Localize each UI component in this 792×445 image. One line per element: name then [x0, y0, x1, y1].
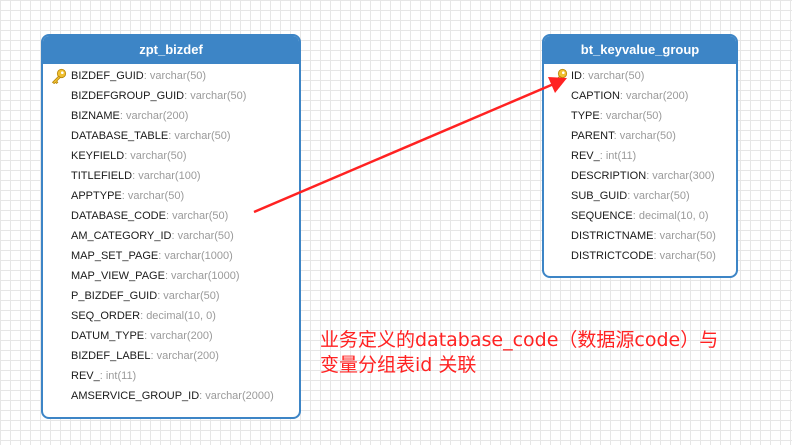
field-type: : varchar(50) [165, 210, 229, 222]
field-row[interactable]: KEYFIELD: varchar(50) [43, 146, 299, 166]
field-name: AMSERVICE_GROUP_ID [71, 390, 200, 402]
field-row[interactable]: REV_: int(11) [544, 146, 736, 166]
field-type: : varchar(50) [124, 150, 187, 162]
annotation-note: 业务定义的database_code（数据源code）与 变量分组表id 关联 [320, 328, 770, 378]
annotation-line-1: 业务定义的database_code（数据源code）与 [320, 329, 719, 351]
field-name: REV_ [571, 150, 600, 162]
entity-title: bt_keyvalue_group [544, 36, 736, 64]
field-row[interactable]: SEQUENCE: decimal(10, 0) [544, 206, 736, 226]
field-name: SEQ_ORDER [71, 310, 141, 322]
field-name: BIZDEF_LABEL [71, 350, 151, 362]
field-name: DATABASE_TABLE [71, 130, 169, 142]
field-row[interactable]: DISTRICTNAME: varchar(50) [544, 226, 736, 246]
field-type: : varchar(50) [599, 110, 663, 122]
field-type: : decimal(10, 0) [632, 210, 709, 222]
field-type: : varchar(50) [627, 190, 690, 202]
field-type: : varchar(200) [150, 350, 219, 362]
field-name: REV_ [71, 370, 100, 382]
field-row[interactable]: REV_: int(11) [43, 366, 299, 386]
field-name: PARENT [571, 130, 614, 142]
field-row[interactable]: DATABASE_TABLE: varchar(50) [43, 126, 299, 146]
field-name: ID [571, 70, 582, 82]
field-name: BIZDEF_GUID [71, 70, 144, 82]
field-row[interactable]: TYPE: varchar(50) [544, 106, 736, 126]
field-name: SEQUENCE [571, 210, 633, 222]
field-name: BIZDEFGROUP_GUID [71, 90, 185, 102]
field-type: : varchar(1000) [164, 270, 240, 282]
field-type: : decimal(10, 0) [140, 310, 216, 322]
field-type: : varchar(50) [157, 290, 220, 302]
field-row[interactable]: AM_CATEGORY_ID: varchar(50) [43, 226, 299, 246]
field-type: : varchar(1000) [158, 250, 233, 262]
field-type: : varchar(50) [184, 90, 247, 102]
field-row[interactable]: MAP_SET_PAGE: varchar(1000) [43, 246, 299, 266]
field-type: : varchar(300) [646, 170, 715, 182]
field-type: : varchar(200) [144, 330, 213, 342]
field-type: : int(11) [599, 150, 637, 162]
field-list: BIZDEF_GUID: varchar(50)BIZDEFGROUP_GUID… [43, 64, 299, 406]
field-type: : varchar(50) [171, 230, 234, 242]
field-name: CAPTION [571, 90, 620, 102]
field-name: TITLEFIELD [71, 170, 133, 182]
field-type: : int(11) [99, 370, 137, 382]
annotation-line-2: 变量分组表id 关联 [320, 354, 477, 376]
field-row[interactable]: BIZDEF_LABEL: varchar(200) [43, 346, 299, 366]
field-name: BIZNAME [71, 110, 120, 122]
relation-arrowhead [548, 77, 567, 93]
field-row[interactable]: DESCRIPTION: varchar(300) [544, 166, 736, 186]
field-row[interactable]: AMSERVICE_GROUP_ID: varchar(2000) [43, 386, 299, 406]
field-type: : varchar(50) [613, 130, 676, 142]
field-row[interactable]: PARENT: varchar(50) [544, 126, 736, 146]
field-type: : varchar(200) [119, 110, 189, 122]
field-type: : varchar(50) [168, 130, 231, 142]
field-row[interactable]: SEQ_ORDER: decimal(10, 0) [43, 306, 299, 326]
field-type: : varchar(50) [121, 190, 185, 202]
field-type: : varchar(50) [653, 250, 716, 262]
field-row[interactable]: BIZDEFGROUP_GUID: varchar(50) [43, 86, 299, 106]
field-name: SUB_GUID [571, 190, 628, 202]
field-name: KEYFIELD [71, 150, 125, 162]
field-row[interactable]: DATUM_TYPE: varchar(200) [43, 326, 299, 346]
field-name: TYPE [571, 110, 600, 122]
field-row[interactable]: DATABASE_CODE: varchar(50) [43, 206, 299, 226]
field-type: : varchar(50) [653, 230, 716, 242]
field-name: MAP_VIEW_PAGE [71, 270, 165, 282]
field-type: : varchar(200) [619, 90, 689, 102]
relation-arrow-line [253, 81, 557, 214]
field-name: DATUM_TYPE [71, 330, 145, 342]
field-row[interactable]: APPTYPE: varchar(50) [43, 186, 299, 206]
field-name: AM_CATEGORY_ID [71, 230, 172, 242]
entity-bt-keyvalue-group[interactable]: bt_keyvalue_group ID: varchar(50)CAPTION… [542, 34, 738, 278]
field-row[interactable]: TITLEFIELD: varchar(100) [43, 166, 299, 186]
entity-zpt-bizdef[interactable]: zpt_bizdef BIZDEF_GUID: varchar(50)BIZDE… [41, 34, 301, 419]
field-name: DISTRICTNAME [571, 230, 654, 242]
field-type: : varchar(2000) [199, 390, 274, 402]
field-name: P_BIZDEF_GUID [71, 290, 158, 302]
field-row[interactable]: DISTRICTCODE: varchar(50) [544, 246, 736, 266]
field-name: DESCRIPTION [571, 170, 647, 182]
field-row[interactable]: CAPTION: varchar(200) [544, 86, 736, 106]
field-row[interactable]: BIZDEF_GUID: varchar(50) [43, 66, 299, 86]
field-type: : varchar(50) [582, 70, 645, 82]
field-row[interactable]: MAP_VIEW_PAGE: varchar(1000) [43, 266, 299, 286]
field-type: : varchar(50) [143, 70, 207, 82]
field-list: ID: varchar(50)CAPTION: varchar(200)TYPE… [544, 64, 736, 266]
primary-key-icon [51, 68, 67, 85]
field-row[interactable]: BIZNAME: varchar(200) [43, 106, 299, 126]
field-type: : varchar(100) [132, 170, 201, 182]
field-row[interactable]: P_BIZDEF_GUID: varchar(50) [43, 286, 299, 306]
field-name: DATABASE_CODE [71, 210, 166, 222]
field-name: DISTRICTCODE [571, 250, 654, 262]
field-name: APPTYPE [71, 190, 122, 202]
field-row[interactable]: SUB_GUID: varchar(50) [544, 186, 736, 206]
field-name: MAP_SET_PAGE [71, 250, 159, 262]
entity-title: zpt_bizdef [43, 36, 299, 64]
